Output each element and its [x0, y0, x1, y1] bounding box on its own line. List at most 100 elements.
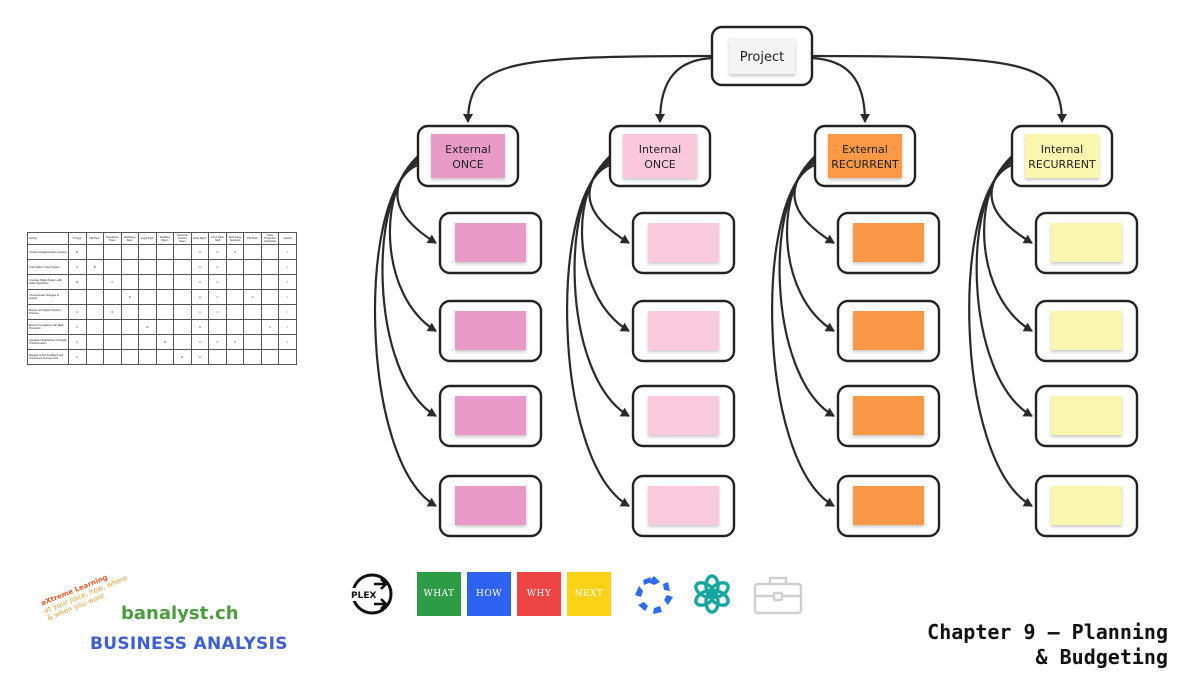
cost-item-external-once-2[interactable] — [438, 299, 543, 363]
raci-value-cell: I — [278, 244, 297, 260]
raci-value-cell — [138, 274, 157, 290]
raci-value-cell — [173, 319, 192, 335]
raci-value-cell — [120, 274, 140, 290]
chapter-title-line-1: Chapter 9 – Planning — [927, 620, 1168, 644]
raci-value-cell — [173, 334, 192, 350]
raci-value-cell — [120, 334, 140, 350]
raci-value-cell — [120, 304, 140, 320]
category-label-line-2: RECURRENT — [1028, 158, 1096, 171]
cost-item-sticky-note — [1051, 486, 1122, 525]
cost-item-external-once-4[interactable] — [438, 474, 543, 538]
cost-item-internal-recurrent-3[interactable] — [1034, 384, 1139, 448]
raci-value-cell: R — [155, 334, 175, 350]
next-label: NEXT — [574, 589, 604, 599]
raci-value-cell — [155, 319, 175, 335]
why-label: WHY — [526, 589, 552, 599]
connector-root-to-external-recurrent — [811, 56, 870, 123]
raci-value-cell — [155, 259, 175, 275]
how-button[interactable]: HOW — [467, 572, 511, 616]
plex-logo-icon: PLEX — [350, 573, 393, 615]
connector-external-recurrent-to-item-4 — [771, 163, 835, 507]
cost-item-external-recurrent-4[interactable] — [836, 474, 941, 538]
raci-header-cell: Activity — [27, 232, 69, 245]
raci-value-cell — [243, 319, 262, 335]
raci-value-cell: C — [103, 274, 122, 290]
cost-item-internal-recurrent-4[interactable] — [1034, 474, 1139, 538]
cost-item-external-recurrent-2[interactable] — [836, 299, 941, 363]
raci-value-cell — [103, 349, 122, 365]
raci-value-cell: C — [260, 319, 280, 335]
what-button[interactable]: WHAT — [417, 572, 461, 616]
raci-activity-cell: Manage Guest Feedback and Continuous Imp… — [27, 349, 69, 365]
raci-activity-cell: Communicate Changes to Guests — [27, 289, 69, 305]
raci-value-cell — [260, 289, 280, 305]
raci-value-cell — [155, 349, 175, 365]
why-button[interactable]: WHY — [517, 572, 561, 616]
raci-value-cell: A — [190, 259, 210, 275]
cost-item-internal-once-1[interactable] — [631, 211, 736, 275]
raci-value-cell: C — [208, 289, 227, 305]
cost-item-external-once-3[interactable] — [438, 384, 543, 448]
raci-value-cell — [103, 334, 122, 350]
cost-item-sticky-note — [455, 311, 526, 350]
cost-item-internal-recurrent-2[interactable] — [1034, 299, 1139, 363]
raci-value-cell: C — [68, 304, 87, 320]
cost-item-external-once-1[interactable] — [438, 211, 543, 275]
what-label: WHAT — [423, 589, 455, 599]
gemini-ring-icon[interactable] — [632, 573, 676, 617]
cost-item-external-recurrent-3[interactable] — [836, 384, 941, 448]
cost-item-external-recurrent-1[interactable] — [836, 211, 941, 275]
raci-value-cell — [225, 274, 245, 290]
raci-value-cell — [260, 334, 280, 350]
raci-value-cell: C — [243, 289, 262, 305]
raci-header-cell: Marketing Dept. — [120, 232, 140, 245]
openai-icon[interactable] — [690, 572, 734, 616]
raci-value-cell: A — [190, 334, 210, 350]
raci-value-cell — [85, 244, 105, 260]
next-button[interactable]: NEXT — [567, 572, 611, 616]
brand-name[interactable]: banalyst.ch — [121, 603, 239, 624]
cost-item-internal-once-3[interactable] — [631, 384, 736, 448]
raci-value-cell — [243, 274, 262, 290]
raci-activity-cell: Monitor and Adjust Check-in Process — [27, 304, 69, 320]
raci-value-cell — [225, 304, 245, 320]
cost-item-internal-recurrent-1[interactable] — [1034, 211, 1139, 275]
raci-value-cell: R — [173, 349, 192, 365]
raci-value-cell — [243, 259, 262, 275]
chapter-title: Chapter 9 – Planning & Budgeting — [927, 620, 1168, 670]
raci-value-cell: C — [225, 334, 245, 350]
raci-value-cell — [155, 244, 175, 260]
cost-item-sticky-note — [648, 396, 719, 435]
raci-value-cell: R — [120, 289, 140, 305]
cost-item-sticky-note — [455, 223, 526, 262]
plex-label: PLEX — [351, 591, 376, 601]
raci-activity-cell: Upgrade Infrastructure for Digital Trans… — [27, 334, 69, 350]
raci-value-cell — [173, 259, 192, 275]
brand-tagline: BUSINESS ANALYSIS — [90, 634, 288, 654]
connector-root-to-external-once — [463, 54, 713, 123]
raci-value-cell: C — [68, 334, 87, 350]
raci-value-cell — [120, 259, 140, 275]
cost-item-sticky-note — [853, 223, 924, 262]
cost-item-sticky-note — [1051, 223, 1122, 262]
raci-value-cell: R — [138, 319, 157, 335]
raci-header-cell: Facilities Mgmt. — [155, 232, 175, 245]
raci-value-cell — [243, 304, 262, 320]
raci-activity-cell: Train Staff on New System — [27, 259, 69, 275]
raci-value-cell — [120, 319, 140, 335]
raci-value-cell — [120, 244, 140, 260]
raci-header-cell: Hotel Mgmt. — [190, 232, 210, 245]
root-node[interactable]: Project — [710, 25, 814, 87]
raci-value-cell — [173, 274, 192, 290]
how-label: HOW — [476, 589, 502, 599]
briefcase-icon[interactable] — [752, 572, 804, 616]
cost-item-internal-once-4[interactable] — [631, 474, 736, 538]
raci-value-cell: C — [225, 244, 245, 260]
cost-item-internal-once-2[interactable] — [631, 299, 736, 363]
